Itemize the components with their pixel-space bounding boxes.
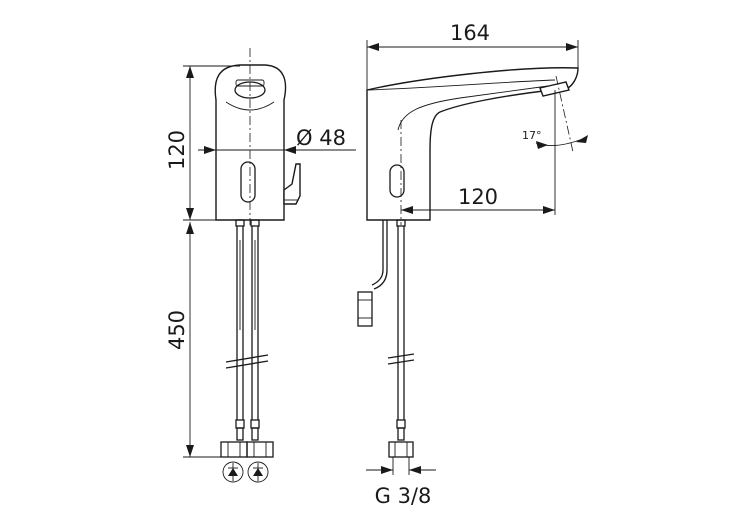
dimension-front-height: 120 [165,65,240,221]
dimension-spout-angle: 17° [522,129,588,149]
dimension-overall-length: 164 [366,21,579,90]
sensor-window [240,161,256,203]
front-view: 120 450 Ø 48 [165,48,356,483]
side-view: 17° 164 120 [357,21,588,508]
diameter-label: Ø 48 [296,126,346,150]
sensor-window-side [389,164,405,198]
overall-length-label: 164 [450,21,490,45]
dimension-connection-thread: G 3/8 [366,457,436,508]
spout-angle-label: 17° [522,129,542,142]
aerator [539,81,570,97]
spout-reach-label: 120 [458,185,498,209]
hose-length-label: 450 [165,310,189,350]
dimension-diameter: Ø 48 [198,126,356,154]
faucet-body-front [214,64,287,221]
sensor-cable [357,220,388,327]
cable-connector [357,291,373,327]
dimension-hose-length: 450 [165,222,222,458]
check-valve-icon [247,461,269,483]
temperature-lever [283,163,301,205]
dimension-spout-reach: 120 [401,185,555,214]
connection-thread-label: G 3/8 [375,484,432,508]
hose-nut-right [246,441,274,458]
hose-side [387,219,415,458]
hose-nut-side [388,441,414,458]
front-height-label: 120 [165,130,189,170]
hose-nut-left [220,441,248,458]
hoses-front [220,219,274,458]
check-valve-icon [222,461,244,483]
